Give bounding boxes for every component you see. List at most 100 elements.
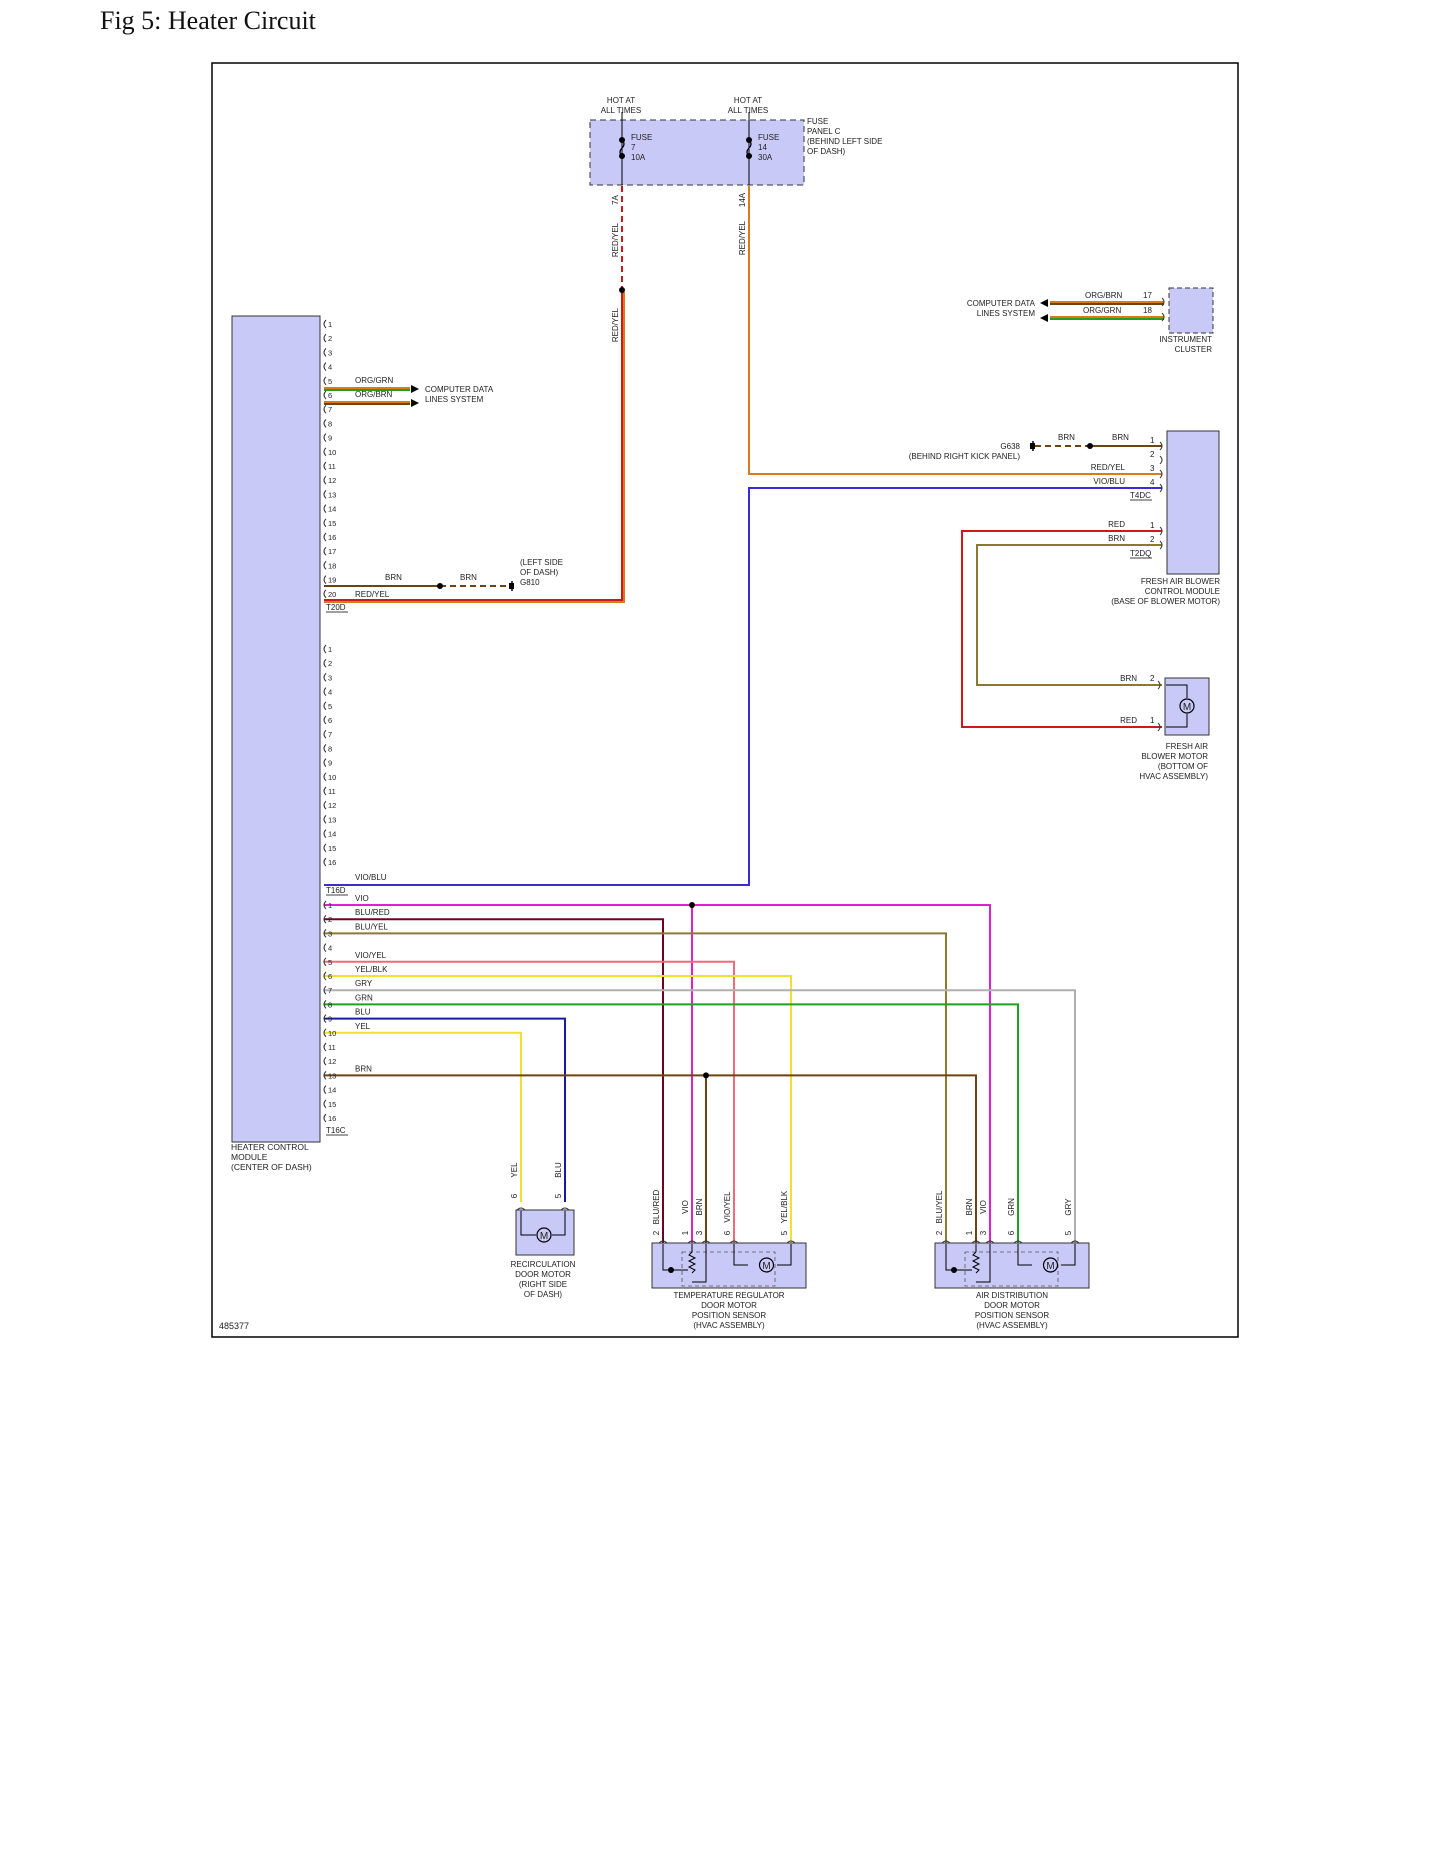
motor-icon bbox=[1179, 698, 1195, 714]
fresh-air-blower-motor-label: FRESH AIR bbox=[1166, 742, 1208, 751]
fuse-panel-label: PANEL C bbox=[807, 127, 841, 136]
motor-lead bbox=[1166, 684, 1188, 698]
fuse-label: FUSE bbox=[631, 133, 652, 142]
connector-terminal bbox=[323, 390, 327, 400]
fuse-label: 30A bbox=[758, 153, 773, 162]
connector-terminal bbox=[323, 475, 327, 485]
wire-label: VIO bbox=[681, 1200, 690, 1214]
splice-dot bbox=[703, 1072, 709, 1079]
temperature-regulator-door-motor-label: POSITION SENSOR bbox=[692, 1311, 766, 1320]
wire-label: BRN bbox=[1120, 674, 1137, 683]
blower-control-module bbox=[1166, 430, 1220, 575]
connector-terminal bbox=[323, 518, 327, 528]
ground-g638-label: (BEHIND RIGHT KICK PANEL) bbox=[909, 452, 1021, 461]
connector-name: T20D bbox=[326, 603, 346, 612]
wire-label: GRN bbox=[1007, 1198, 1016, 1216]
pin-number: 2 bbox=[328, 659, 332, 668]
pin-number: 11 bbox=[328, 787, 336, 796]
wires bbox=[324, 186, 1164, 1243]
hot-at-all-times-label: ALL TIMES bbox=[728, 106, 768, 115]
connector-terminal bbox=[323, 701, 327, 711]
wire-yel-blk bbox=[324, 975, 792, 1243]
motor-icon bbox=[758, 1257, 775, 1273]
pin-number: 5 bbox=[780, 1230, 789, 1235]
connector-terminal bbox=[323, 433, 327, 442]
connector-terminal bbox=[323, 419, 327, 428]
sensor-lead bbox=[945, 1244, 972, 1271]
pin-number: 2 bbox=[1150, 450, 1155, 459]
connector-terminal bbox=[323, 900, 327, 910]
connector-terminal bbox=[786, 1240, 796, 1244]
connector-terminal bbox=[323, 715, 327, 725]
connector-terminal bbox=[323, 971, 327, 981]
connector-terminal bbox=[323, 644, 327, 654]
ground-g810-label: OF DASH) bbox=[520, 568, 559, 577]
splice-dot bbox=[1087, 443, 1093, 449]
air-distribution-door-motor-label: AIR DISTRIBUTION bbox=[976, 1291, 1048, 1300]
wire-label: VIO/BLU bbox=[1093, 477, 1125, 486]
connector-terminal bbox=[323, 829, 327, 838]
pin-number: 13 bbox=[328, 490, 336, 499]
ground-g810-label: (LEFT SIDE bbox=[520, 558, 563, 567]
wire-label: ORG/GRN bbox=[1083, 306, 1121, 315]
fuse-terminal bbox=[619, 153, 625, 159]
connector-terminal bbox=[323, 546, 327, 556]
blower-control-module-label: FRESH AIR BLOWER bbox=[1141, 577, 1220, 586]
temperature-regulator-door-motor-label: DOOR MOTOR bbox=[701, 1301, 757, 1310]
connector-terminal bbox=[323, 362, 327, 371]
connector-terminal bbox=[323, 461, 327, 471]
motor-lead bbox=[1061, 1244, 1076, 1266]
wire-label: BRN bbox=[385, 573, 402, 582]
wire-label: RED/YEL bbox=[611, 222, 620, 257]
pin-number: 10 bbox=[328, 1029, 336, 1038]
fresh-air-blower-motor-label: BLOWER MOTOR bbox=[1141, 752, 1208, 761]
computer-data-label: COMPUTER DATA bbox=[425, 385, 494, 394]
pin-number: 10 bbox=[328, 448, 336, 457]
connector-terminal bbox=[729, 1240, 739, 1244]
heater-control-module-label: HEATER CONTROL bbox=[231, 1142, 309, 1152]
connector-terminal bbox=[560, 1207, 570, 1211]
pin-number: 2 bbox=[1150, 674, 1155, 683]
wire-label: RED bbox=[1108, 520, 1125, 529]
connector-terminal bbox=[1157, 680, 1161, 690]
pin-number: 4 bbox=[328, 944, 332, 953]
sensor-lead bbox=[662, 1244, 688, 1271]
wire-label: YEL bbox=[355, 1022, 371, 1031]
diagram-frame bbox=[211, 62, 1239, 1338]
wire-label: BRN bbox=[1112, 433, 1129, 442]
pin-number: 9 bbox=[328, 759, 332, 768]
connector-terminal bbox=[971, 1240, 981, 1244]
pin-number: 14 bbox=[328, 505, 336, 514]
arrow-icon bbox=[1040, 299, 1048, 307]
wire-label: BLU/RED bbox=[355, 908, 390, 917]
pin-number: 6 bbox=[328, 716, 332, 725]
connector-terminal bbox=[323, 404, 327, 414]
wire-label: BRN bbox=[355, 1064, 372, 1073]
ground-icon bbox=[509, 583, 514, 589]
fuse-panel-label: (BEHIND LEFT SIDE bbox=[807, 137, 882, 146]
connector-terminal bbox=[323, 589, 327, 599]
connector-terminal bbox=[323, 786, 327, 796]
wire-label: GRY bbox=[1064, 1198, 1073, 1216]
fuse-terminal bbox=[746, 153, 752, 159]
fuse-label: 10A bbox=[631, 153, 646, 162]
connector-name: T16D bbox=[326, 886, 346, 895]
connector-terminal bbox=[323, 985, 327, 995]
pin-number: 3 bbox=[979, 1230, 988, 1235]
motor-icon bbox=[536, 1227, 552, 1243]
wire-brn bbox=[976, 544, 1162, 686]
connector-name: T4DC bbox=[1130, 491, 1151, 500]
pin-number: 8 bbox=[328, 419, 332, 428]
recirculation-door-motor-label: DOOR MOTOR bbox=[515, 1270, 571, 1279]
fuse-label: 14 bbox=[758, 143, 767, 152]
wire-label: YEL bbox=[510, 1162, 519, 1178]
pin-number: 1 bbox=[1150, 521, 1155, 530]
wire-label: RED/YEL bbox=[355, 590, 390, 599]
pin-number: 8 bbox=[328, 744, 332, 753]
wire-label: VIO bbox=[355, 894, 369, 903]
connector-terminal bbox=[1159, 526, 1163, 536]
connector-terminal bbox=[323, 319, 327, 329]
wire-label: RED/YEL bbox=[738, 220, 747, 255]
